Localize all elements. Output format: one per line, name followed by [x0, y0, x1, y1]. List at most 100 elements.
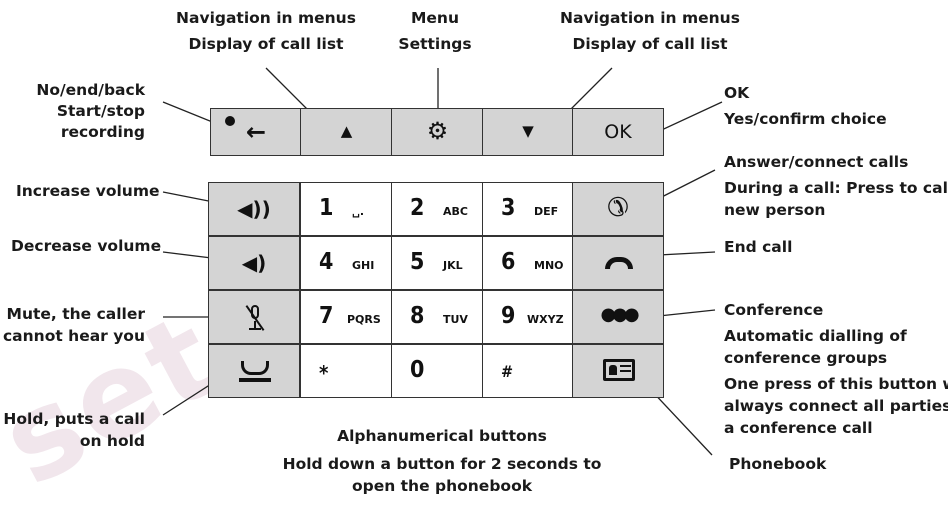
volume-up-key[interactable]: ◀))	[208, 182, 300, 236]
speaker-loud-icon: ◀))	[237, 197, 271, 221]
ok-key[interactable]: OK	[572, 108, 664, 156]
nav-right-label: Navigation in menus Display of call list	[520, 7, 780, 55]
hold-label: Hold, puts a call on hold	[0, 408, 145, 452]
conference-line-3: conference groups	[724, 349, 888, 367]
ok-key-label: OK	[604, 121, 632, 143]
key-1[interactable]: 1 ␣.	[300, 182, 392, 236]
phone-answer-icon: ✆	[607, 193, 629, 223]
key-6[interactable]: 6 MNO	[482, 236, 574, 290]
back-label: No/end/back Start/stop recording	[0, 80, 145, 143]
nav-left-line-1: Navigation in menus	[176, 9, 356, 27]
nav-right-line-2: Display of call list	[572, 35, 728, 53]
key-5-letters: JKL	[443, 259, 463, 272]
ok-line-1: OK	[724, 84, 750, 102]
key-star-symbol: *	[319, 361, 329, 385]
conference-label: Conference Automatic dialling of confere…	[724, 299, 948, 439]
key-6-digit: 6	[501, 249, 516, 275]
ok-line-2: Yes/confirm choice	[724, 110, 887, 128]
mute-label: Mute, the caller cannot hear you	[0, 303, 145, 347]
volume-down-label: Decrease volume	[11, 237, 162, 255]
answer-line-1: Answer/connect calls	[724, 153, 909, 171]
down-arrow-icon: ▼	[522, 122, 534, 140]
key-8-letters: TUV	[443, 313, 468, 326]
conference-line-2: Automatic dialling of	[724, 327, 907, 345]
alpha-line-1: Alphanumerical buttons	[337, 427, 547, 445]
key-star[interactable]: *	[300, 344, 392, 398]
key-2-letters: ABC	[443, 205, 468, 218]
key-9-digit: 9	[501, 303, 516, 329]
gear-icon: ⚙	[426, 117, 449, 145]
conference-line-1: Conference	[724, 301, 824, 319]
key-1-letters: ␣.	[352, 205, 365, 218]
menu-key[interactable]: ⚙	[391, 108, 484, 156]
key-5[interactable]: 5 JKL	[391, 236, 483, 290]
end-call-label: End call	[724, 238, 793, 256]
key-8-digit: 8	[410, 303, 425, 329]
phonebook-label: Phonebook	[729, 455, 827, 473]
answer-line-3: new person	[724, 201, 826, 219]
key-3[interactable]: 3 DEF	[482, 182, 574, 236]
mute-line-1: Mute, the caller	[6, 305, 145, 323]
answer-key[interactable]: ✆	[572, 182, 664, 236]
key-4-letters: GHI	[352, 259, 375, 272]
hold-line-1: Hold, puts a call	[3, 410, 145, 428]
menu-label: Menu Settings	[375, 7, 495, 55]
muted-microphone-icon	[245, 305, 265, 331]
alpha-line-3: open the phonebook	[351, 477, 533, 495]
answer-line-2: During a call: Press to call a	[724, 179, 948, 197]
back-line-2: Start/stop	[56, 102, 145, 120]
key-9[interactable]: 9 WXYZ	[482, 290, 574, 344]
mute-key[interactable]	[208, 290, 300, 344]
key-hash[interactable]: #	[482, 344, 574, 398]
back-line-3: recording	[60, 123, 145, 141]
nav-right-line-1: Navigation in menus	[560, 9, 740, 27]
key-9-letters: WXYZ	[527, 313, 564, 326]
key-hash-symbol: #	[501, 362, 514, 381]
back-key[interactable]: ←	[210, 108, 302, 156]
nav-left-label: Navigation in menus Display of call list	[136, 7, 396, 55]
key-7-letters: PQRS	[347, 313, 381, 326]
key-5-digit: 5	[410, 249, 425, 275]
mute-line-2: cannot hear you	[2, 327, 145, 345]
key-3-digit: 3	[501, 195, 516, 221]
down-key[interactable]: ▼	[482, 108, 574, 156]
hold-handset-icon	[241, 361, 269, 375]
hold-line-2: on hold	[79, 432, 145, 450]
key-4-digit: 4	[319, 249, 334, 275]
alphanumerical-label: Alphanumerical buttons Hold down a butto…	[282, 425, 602, 497]
volume-down-key[interactable]: ◀)	[208, 236, 300, 290]
up-key[interactable]: ▲	[300, 108, 393, 156]
key-0-digit: 0	[410, 357, 425, 383]
key-2-digit: 2	[410, 195, 425, 221]
answer-label: Answer/connect calls During a call: Pres…	[724, 151, 948, 221]
conference-key[interactable]: ●●●	[572, 290, 664, 344]
key-6-letters: MNO	[534, 259, 564, 272]
ok-label: OK Yes/confirm choice	[724, 80, 887, 132]
people-group-icon: ●●●	[600, 304, 639, 325]
hold-key[interactable]	[208, 344, 300, 398]
back-arrow-icon: ←	[245, 118, 267, 146]
key-2[interactable]: 2 ABC	[391, 182, 483, 236]
record-dot-icon	[225, 116, 235, 126]
nav-left-line-2: Display of call list	[188, 35, 344, 53]
end-call-key[interactable]	[572, 236, 664, 290]
conference-line-5: always connect all parties to	[724, 397, 948, 415]
contact-card-icon	[603, 359, 635, 381]
menu-line-2: Settings	[398, 35, 472, 53]
key-4[interactable]: 4 GHI	[300, 236, 392, 290]
conference-line-6: a conference call	[724, 419, 873, 437]
back-line-1: No/end/back	[36, 81, 145, 99]
alpha-line-2: Hold down a button for 2 seconds to	[282, 455, 602, 473]
key-7[interactable]: 7 PQRS	[300, 290, 392, 344]
speaker-quiet-icon: ◀)	[241, 251, 267, 275]
key-1-digit: 1	[319, 195, 334, 221]
up-arrow-icon: ▲	[340, 122, 353, 140]
conference-line-4: One press of this button will	[724, 375, 948, 393]
phonebook-key[interactable]	[572, 344, 664, 398]
phone-hangup-icon	[605, 257, 633, 269]
key-3-letters: DEF	[534, 205, 559, 218]
key-8[interactable]: 8 TUV	[391, 290, 483, 344]
menu-line-1: Menu	[410, 9, 459, 27]
key-0[interactable]: 0	[391, 344, 483, 398]
volume-up-label: Increase volume	[16, 182, 160, 200]
